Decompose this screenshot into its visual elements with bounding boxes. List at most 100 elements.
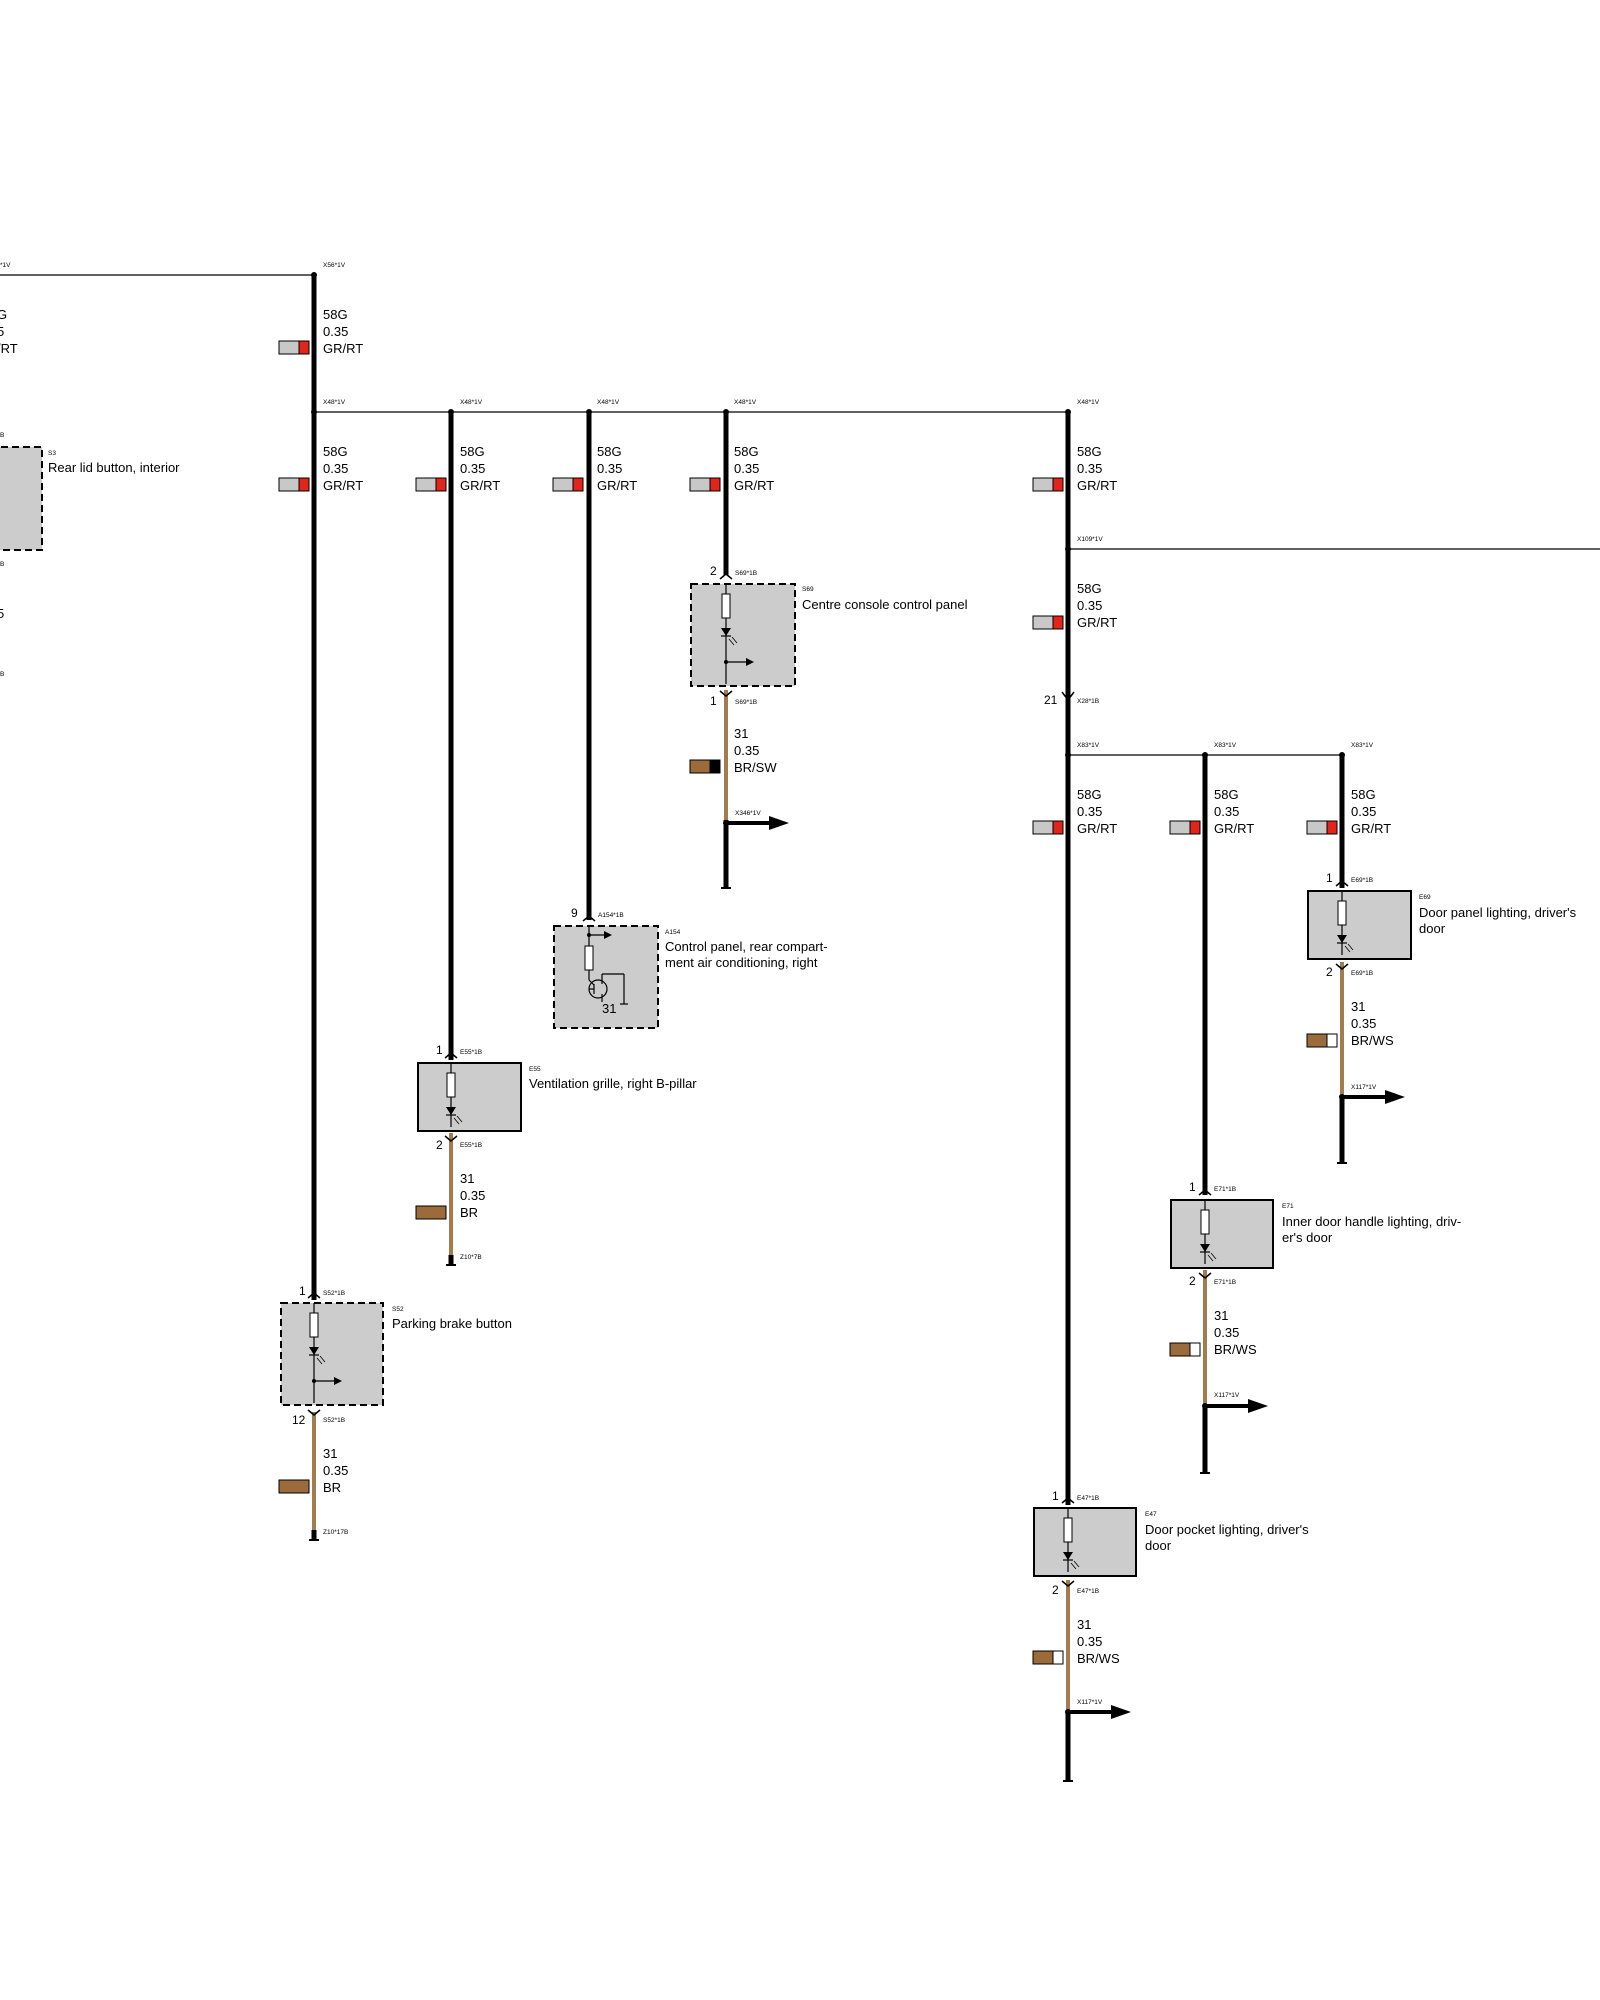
ground-icon — [446, 1255, 456, 1265]
svg-text:E47*1B: E47*1B — [1077, 1495, 1099, 1502]
svg-text:2: 2 — [710, 564, 717, 578]
wire-label-group: 58G 0.35 GR/RT — [1032, 787, 1117, 836]
ground-icon — [721, 878, 731, 888]
connector-label: X48*1V — [460, 399, 483, 406]
svg-text:BR: BR — [460, 1205, 478, 1220]
wire-labels-58g: 58G 0.35 GR/RT 58G 0.35 GR/RT 58G 0.35 G… — [278, 307, 1391, 836]
wire-color-swatch — [552, 477, 584, 492]
wire-color-swatch — [1169, 820, 1201, 835]
svg-text:12: 12 — [292, 1413, 306, 1427]
svg-text:B: B — [0, 432, 4, 439]
svg-text:1: 1 — [710, 694, 717, 708]
wire-color-swatch — [1306, 820, 1338, 835]
svg-text:S52*1B: S52*1B — [323, 1417, 345, 1424]
svg-text:9: 9 — [571, 906, 578, 920]
svg-text:A154*1B: A154*1B — [598, 912, 624, 919]
svg-text:0.35: 0.35 — [1351, 1016, 1376, 1031]
wire-color-swatch — [415, 1205, 447, 1220]
svg-text:0.35: 0.35 — [597, 461, 622, 476]
component-name: door — [1419, 921, 1446, 936]
wire-label-group: 58G 0.35 GR/RT — [552, 444, 637, 493]
wire-label-group: 58G 0.35 GR/RT — [278, 444, 363, 493]
svg-text:1: 1 — [436, 1043, 443, 1057]
wires — [0, 274, 1600, 1773]
svg-text:/RT: /RT — [0, 341, 18, 356]
svg-text:GR/RT: GR/RT — [1077, 821, 1117, 836]
component-e71: 1 2 E71*1B E71*1B E71 Inner door handle … — [1170, 1180, 1461, 1288]
connector-label: X109*1V — [1077, 536, 1103, 543]
wire-label-group: 58G 0.35 GR/RT — [1032, 444, 1117, 493]
svg-text:58G: 58G — [460, 444, 485, 459]
svg-text:31: 31 — [1214, 1308, 1228, 1323]
svg-text:58G: 58G — [323, 444, 348, 459]
connector-label: Z10*17B — [323, 1529, 348, 1536]
svg-text:BR: BR — [323, 1480, 341, 1495]
wire-label-group: 31 0.35 BR — [278, 1446, 348, 1495]
svg-text:0.35: 0.35 — [323, 1463, 348, 1478]
svg-text:GR/RT: GR/RT — [597, 478, 637, 493]
ground-icon — [309, 1530, 319, 1540]
wire-label-group: 58G 0.35 GR/RT — [278, 307, 363, 356]
svg-text:GR/RT: GR/RT — [1351, 821, 1391, 836]
ground-icon — [1337, 1153, 1347, 1163]
wire-label-group: 58G 0.35 GR/RT — [689, 444, 774, 493]
continuation-arrow-x117-e69 — [1341, 1088, 1407, 1106]
svg-text:31: 31 — [602, 1001, 616, 1016]
svg-text:58G: 58G — [323, 307, 348, 322]
svg-text:0.35: 0.35 — [1214, 1325, 1239, 1340]
svg-text:31: 31 — [734, 726, 748, 741]
wire-color-swatch — [278, 1479, 310, 1494]
connector-label: X83*1V — [1214, 742, 1237, 749]
svg-text:58G: 58G — [1214, 787, 1239, 802]
component-name: Rear lid button, interior — [48, 460, 180, 475]
component-id: E69 — [1419, 894, 1431, 901]
svg-text:0.35: 0.35 — [1351, 804, 1376, 819]
connector-label: X346*1V — [735, 810, 761, 817]
component-name: Control panel, rear compart- — [665, 939, 828, 954]
component-e69: 1 2 E69*1B E69*1B E69 Door panel lightin… — [1307, 871, 1577, 979]
wire-label-group: 58G 0.35 GR/RT — [1306, 787, 1391, 836]
svg-text:2: 2 — [1052, 1583, 1059, 1597]
svg-text:58G: 58G — [1351, 787, 1376, 802]
component-name: door — [1145, 1538, 1172, 1553]
component-name: er's door — [1282, 1230, 1333, 1245]
connector-labels: *1V X56*1V X48*1V X48*1V X48*1V X48*1V X… — [0, 262, 1377, 1706]
continuation-arrow-x117-e47 — [1067, 1703, 1133, 1721]
svg-text:BR/WS: BR/WS — [1351, 1033, 1394, 1048]
component-id: E55 — [529, 1066, 541, 1073]
connector-label: X117*1V — [1214, 1392, 1240, 1399]
svg-text:0.35: 0.35 — [1077, 598, 1102, 613]
wire-color-swatch — [1032, 477, 1064, 492]
svg-text:E71*1B: E71*1B — [1214, 1279, 1236, 1286]
svg-text:0.35: 0.35 — [734, 461, 759, 476]
svg-text:E55*1B: E55*1B — [460, 1142, 482, 1149]
svg-text:B: B — [0, 671, 4, 678]
wire-color-swatch — [278, 340, 310, 355]
component-name: Door pocket lighting, driver's — [1145, 1522, 1309, 1537]
wire-color-swatch — [1032, 820, 1064, 835]
svg-text:E55*1B: E55*1B — [460, 1049, 482, 1056]
connector-label: X48*1V — [597, 399, 620, 406]
svg-text:31: 31 — [460, 1171, 474, 1186]
svg-text:GR/RT: GR/RT — [460, 478, 500, 493]
continuation-arrow-x346 — [725, 814, 791, 832]
connector-label: X56*1V — [323, 262, 346, 269]
component-id: A154 — [665, 929, 681, 936]
svg-text:2: 2 — [1326, 965, 1333, 979]
connector-label: X83*1V — [1077, 742, 1100, 749]
wire-label-group: 31 0.35 BR — [415, 1171, 485, 1220]
svg-text:BR/WS: BR/WS — [1077, 1651, 1120, 1666]
svg-text:S69*1B: S69*1B — [735, 570, 757, 577]
wire-color-swatch — [1032, 615, 1064, 630]
svg-text:1: 1 — [1052, 1489, 1059, 1503]
svg-text:0.35: 0.35 — [1077, 1634, 1102, 1649]
connector-label: X117*1V — [1351, 1084, 1377, 1091]
svg-text:58G: 58G — [1077, 444, 1102, 459]
svg-text:0.35: 0.35 — [323, 324, 348, 339]
wire-color-swatch — [1306, 1033, 1338, 1048]
wire-label-group: 31 0.35 BR/WS — [1169, 1308, 1257, 1357]
svg-text:BR/SW: BR/SW — [734, 760, 777, 775]
component-name: ment air conditioning, right — [665, 955, 818, 970]
component-s69: 2 1 S69*1B S69*1B S69 Centre console con… — [690, 564, 968, 708]
svg-text:1: 1 — [1326, 871, 1333, 885]
